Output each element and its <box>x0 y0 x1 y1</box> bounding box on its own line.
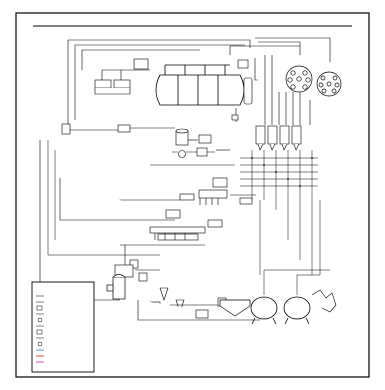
big-tank-2 <box>283 296 311 325</box>
filter-bank <box>255 125 302 151</box>
manifold-nodes <box>251 157 313 187</box>
center-valve <box>231 108 239 122</box>
cone-tank <box>219 299 251 317</box>
return-lines <box>47 140 160 256</box>
tank-feed-line <box>263 200 330 295</box>
manifold-grid <box>240 150 318 275</box>
legend-box <box>31 281 95 373</box>
distributor-down-pipes <box>254 55 311 125</box>
tall-column <box>106 274 126 300</box>
small-tanks-top-left <box>94 58 150 95</box>
main-vessel <box>155 64 245 106</box>
side-cylinder <box>237 59 253 105</box>
right-boundary-break <box>311 289 337 313</box>
distributor-left <box>285 65 313 93</box>
big-tank-1 <box>250 296 278 325</box>
lower-process-train <box>114 209 223 282</box>
distributor-right <box>316 71 342 97</box>
center-skid <box>59 177 256 221</box>
top-pipes <box>67 37 331 130</box>
outer-frame <box>15 12 370 378</box>
